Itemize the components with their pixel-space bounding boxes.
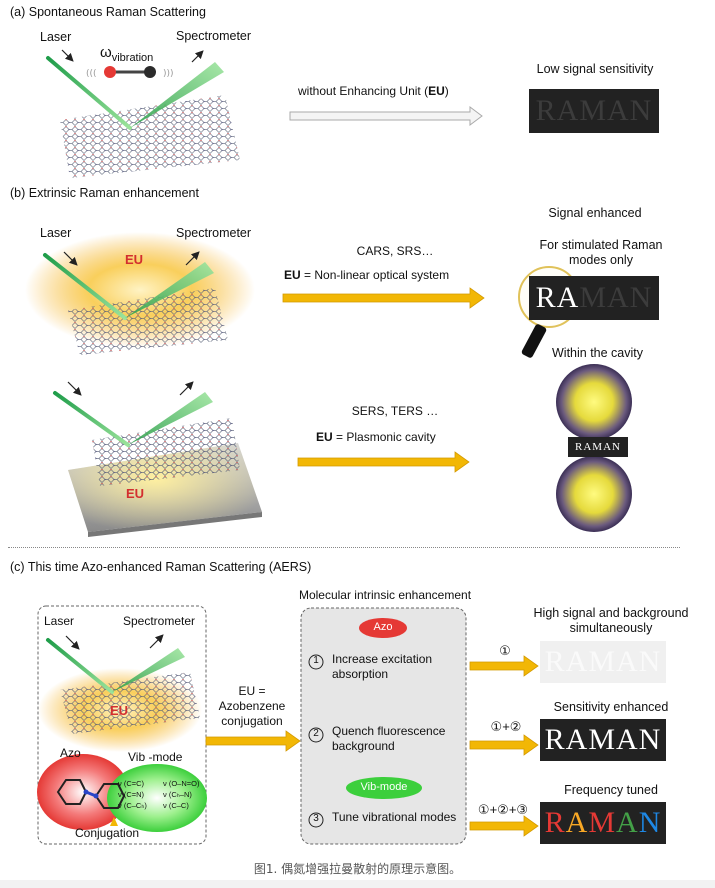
panel-a-spectrometer-label: Spectrometer bbox=[176, 29, 252, 43]
panel-a-scene: ((( ))) bbox=[46, 49, 483, 178]
mie-title: Molecular intrinsic enhancement bbox=[298, 588, 472, 602]
vib-mode-item: ν (O–N=O) bbox=[163, 779, 200, 788]
step-2-text: Quench fluorescence background bbox=[332, 724, 446, 753]
conjugation-label: Conjugation bbox=[75, 826, 140, 840]
step-3-text: Tune vibrational modes bbox=[332, 810, 457, 824]
low-signal-label: Low signal sensitivity bbox=[536, 62, 654, 76]
vib-mode-item: ν (C=N) bbox=[118, 790, 145, 799]
azo-ball-label: Azo bbox=[60, 746, 81, 760]
bottom-bar bbox=[0, 880, 715, 888]
vib-mode-item: ν (C–Cₕ) bbox=[118, 801, 147, 810]
raman-low-box: RAMAN bbox=[529, 89, 659, 133]
eu-nonlinear-label: EU = Non-linear optical system bbox=[284, 268, 450, 282]
raman-letter: R bbox=[544, 806, 566, 839]
raman-letter: M bbox=[588, 806, 617, 839]
vib-mode-item: ν (C=C) bbox=[118, 779, 145, 788]
eu-plasmonic-label: EU = Plasmonic cavity bbox=[316, 430, 436, 444]
panel-a-arrow-label: without Enhancing Unit (EU) bbox=[298, 84, 449, 98]
vib-ball-label: Vib -mode bbox=[128, 750, 183, 764]
step-1-text: Increase excitation absorption bbox=[332, 652, 433, 681]
result-3-label: Frequency tuned bbox=[564, 783, 658, 797]
raman-rainbow-box: R A M A N bbox=[540, 802, 666, 844]
svg-text:(((: ((( bbox=[86, 69, 97, 79]
panel-c-spectrometer-label: Spectrometer bbox=[123, 614, 196, 628]
step-1-number: 1 bbox=[313, 655, 319, 666]
raman-letter: A bbox=[565, 806, 589, 839]
result-1-label: High signal and background simultaneousl… bbox=[533, 606, 689, 635]
panel-b-title: (b) Extrinsic Raman enhancement bbox=[10, 186, 199, 200]
panel-a-laser-label: Laser bbox=[40, 30, 72, 44]
signal-enhanced-label: Signal enhanced bbox=[548, 206, 642, 220]
result-3-tag: ①+②+③ bbox=[477, 802, 529, 817]
panel-b-plate-eu-label: EU bbox=[126, 486, 145, 501]
stimulated-note: For stimulated Raman modes only bbox=[539, 238, 663, 267]
result-2-label: Sensitivity enhanced bbox=[553, 700, 669, 714]
omega-symbol: ωvibration bbox=[100, 44, 154, 64]
panel-b-eu-label: EU bbox=[125, 252, 144, 267]
panel-b-spectrometer-label: Spectrometer bbox=[176, 226, 252, 240]
panel-a-title: (a) Spontaneous Raman Scattering bbox=[10, 5, 206, 19]
step-3-number: 3 bbox=[313, 813, 319, 824]
result-2-tag: ①+② bbox=[490, 719, 522, 734]
step-circles bbox=[308, 654, 324, 828]
panel-c-laser-label: Laser bbox=[44, 614, 75, 628]
result-1-tag: ① bbox=[499, 643, 511, 658]
section-divider bbox=[8, 547, 680, 548]
azo-pill: Azo bbox=[373, 621, 393, 633]
raman-cavity-box: RAMAN bbox=[568, 437, 628, 457]
vib-mode-item: ν (C–C) bbox=[163, 801, 189, 810]
raman-bright-box: RAMAN bbox=[540, 641, 666, 683]
figure-caption: 图1. 偶氮增强拉曼散射的原理示意图。 bbox=[253, 862, 462, 876]
panel-b-bottom-scene bbox=[53, 364, 632, 537]
step-2-number: 2 bbox=[313, 728, 319, 739]
raman-letter: N bbox=[638, 806, 662, 839]
svg-text:))): ))) bbox=[163, 69, 174, 79]
panel-c-title: (c) This time Azo-enhanced Raman Scatter… bbox=[10, 560, 312, 574]
vib-mode-item: ν (Cₕ–N) bbox=[163, 790, 192, 799]
raman-letter: A bbox=[616, 806, 639, 839]
raman-sensitive-box: RAMAN bbox=[540, 719, 666, 761]
eu-equation-label: EU = Azobenzene conjugation bbox=[218, 684, 286, 728]
panel-b-top-scene bbox=[25, 232, 485, 355]
vib-mode-pill: Vib-mode bbox=[360, 781, 408, 793]
sers-ters-label: SERS, TERS … bbox=[351, 404, 439, 418]
vib-mode-list: ν (C=C) ν (O–N=O) ν (C=N) ν (Cₕ–N) ν (C–… bbox=[118, 778, 206, 811]
panel-c-eu-label: EU bbox=[110, 703, 129, 718]
panel-b-laser-label: Laser bbox=[40, 226, 72, 240]
within-cavity-label: Within the cavity bbox=[552, 346, 644, 360]
cars-srs-label: CARS, SRS… bbox=[356, 244, 434, 258]
panel-c-scene bbox=[37, 605, 539, 845]
